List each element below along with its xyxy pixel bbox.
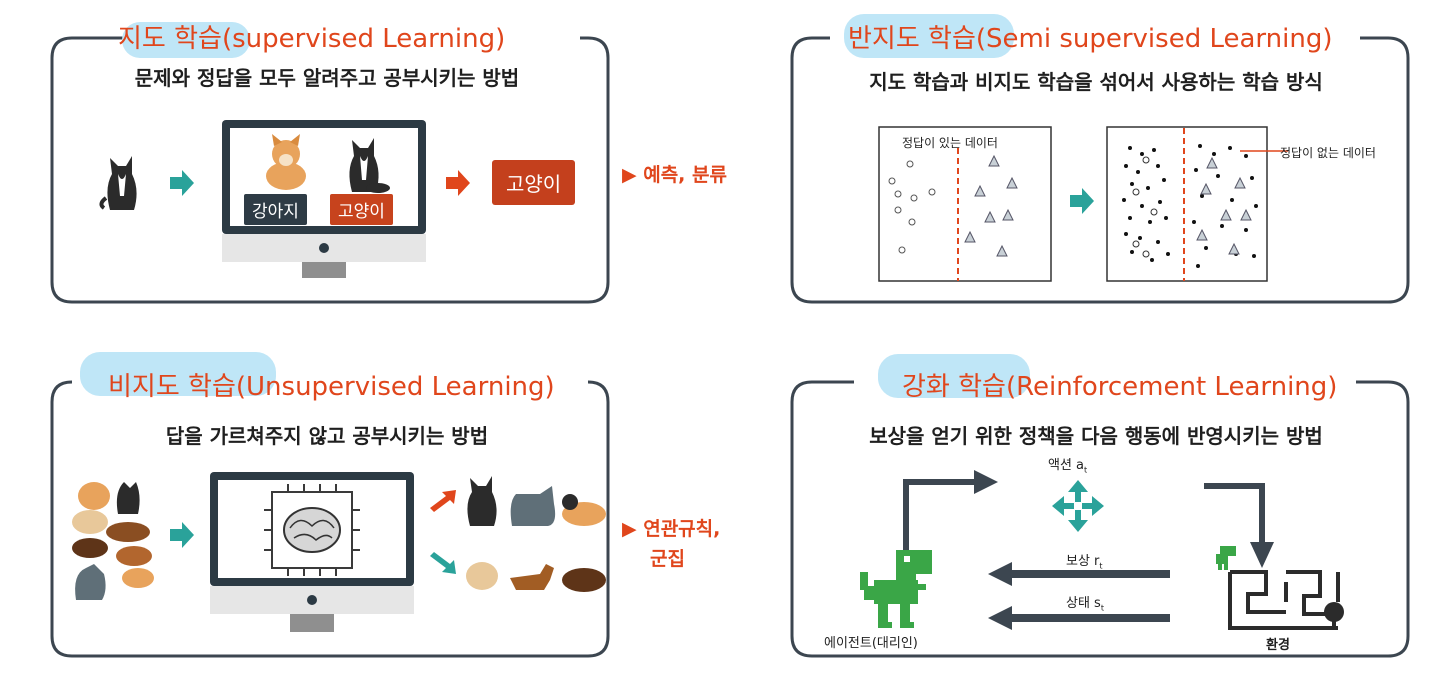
supervised-title: 지도 학습(supervised Learning) (118, 24, 506, 54)
dog-icon (266, 134, 306, 190)
unlabeled-pointer-line (1240, 150, 1288, 152)
unsupervised-result-line1: ▶ 연관규칙, (622, 518, 721, 540)
cluster-arrow-down-icon (430, 552, 456, 574)
monitor-icon: 강아지 고양이 (220, 118, 428, 278)
unsupervised-description: 답을 가르쳐주지 않고 공부시키는 방법 (165, 424, 489, 448)
semi-title-highlight (844, 14, 1014, 58)
state-arrow-icon (988, 606, 1170, 630)
unsupervised-title-highlight (80, 352, 276, 396)
brain-icon (283, 507, 341, 553)
semi-arrow-icon (1070, 188, 1094, 214)
reinforcement-title: 강화 학습(Reinforcement Learning) (902, 372, 1338, 402)
answer-cat: 고양이 (492, 160, 576, 205)
action-label: 액션 at (1048, 458, 1088, 475)
reinforcement-panel: 강화 학습(Reinforcement Learning) 보상을 얻기 위한 … (720, 330, 1436, 677)
arrow-right-icon (170, 170, 194, 196)
dog-cluster-icon (466, 562, 606, 592)
semi-panel-border (790, 36, 1410, 304)
cat-input-icon (99, 156, 137, 210)
animal-pile-icon (72, 482, 154, 600)
cat-cluster-icon (467, 476, 606, 526)
supervised-title-highlight (122, 22, 250, 58)
action-arrows-icon (1052, 480, 1104, 532)
cat-icon (349, 138, 390, 193)
unsupervised-arrow-icon (170, 522, 194, 548)
semi-title: 반지도 학습(Semi supervised Learning) (848, 24, 1333, 54)
labeled-data-box (878, 126, 1052, 282)
arrow-right-orange-icon (446, 170, 470, 196)
agent-to-env-arrow-icon (903, 470, 998, 578)
supervised-panel-border (50, 36, 610, 304)
agent-label: 에이전트(대리인) (824, 636, 918, 651)
env-down-arrow-icon (1204, 483, 1274, 568)
semi-supervised-panel: 반지도 학습(Semi supervised Learning) 지도 학습과 … (720, 0, 1436, 320)
maze-environment-icon (1216, 546, 1344, 630)
unlabeled-data-box (1106, 126, 1268, 282)
supervised-result: ▶ 예측, 분류 (622, 164, 727, 186)
reinforcement-title-highlight (878, 354, 1030, 398)
dino-agent-icon (860, 550, 932, 628)
environment-label: 환경 (1266, 638, 1290, 653)
unsupervised-title: 비지도 학습(Unsupervised Learning) (108, 372, 555, 402)
labeled-caption: 정답이 있는 데이터 (902, 136, 998, 150)
label-dog: 강아지 (244, 194, 307, 225)
semi-description: 지도 학습과 비지도 학습을 섞어서 사용하는 학습 방식 (869, 70, 1323, 94)
reinforcement-panel-border (790, 380, 1410, 658)
unsupervised-panel: 비지도 학습(Unsupervised Learning) 답을 가르쳐주지 않… (0, 330, 720, 677)
supervised-panel: 지도 학습(supervised Learning) 문제와 정답을 모두 알려… (0, 0, 727, 320)
cluster-arrow-up-icon (430, 490, 456, 512)
reward-label: 보상 rt (1066, 554, 1103, 571)
unlabeled-caption: 정답이 없는 데이터 (1280, 146, 1376, 160)
reinforcement-description: 보상을 얻기 위한 정책을 다음 행동에 반영시키는 방법 (869, 424, 1323, 448)
monitor-chip-icon (208, 470, 416, 636)
reward-arrow-icon (988, 562, 1170, 586)
label-cat: 고양이 (330, 194, 393, 225)
unsupervised-panel-border (50, 380, 610, 658)
state-label: 상태 st (1066, 596, 1104, 613)
unsupervised-result-line2: 군집 (650, 548, 685, 570)
supervised-description: 문제와 정답을 모두 알려주고 공부시키는 방법 (134, 66, 520, 90)
